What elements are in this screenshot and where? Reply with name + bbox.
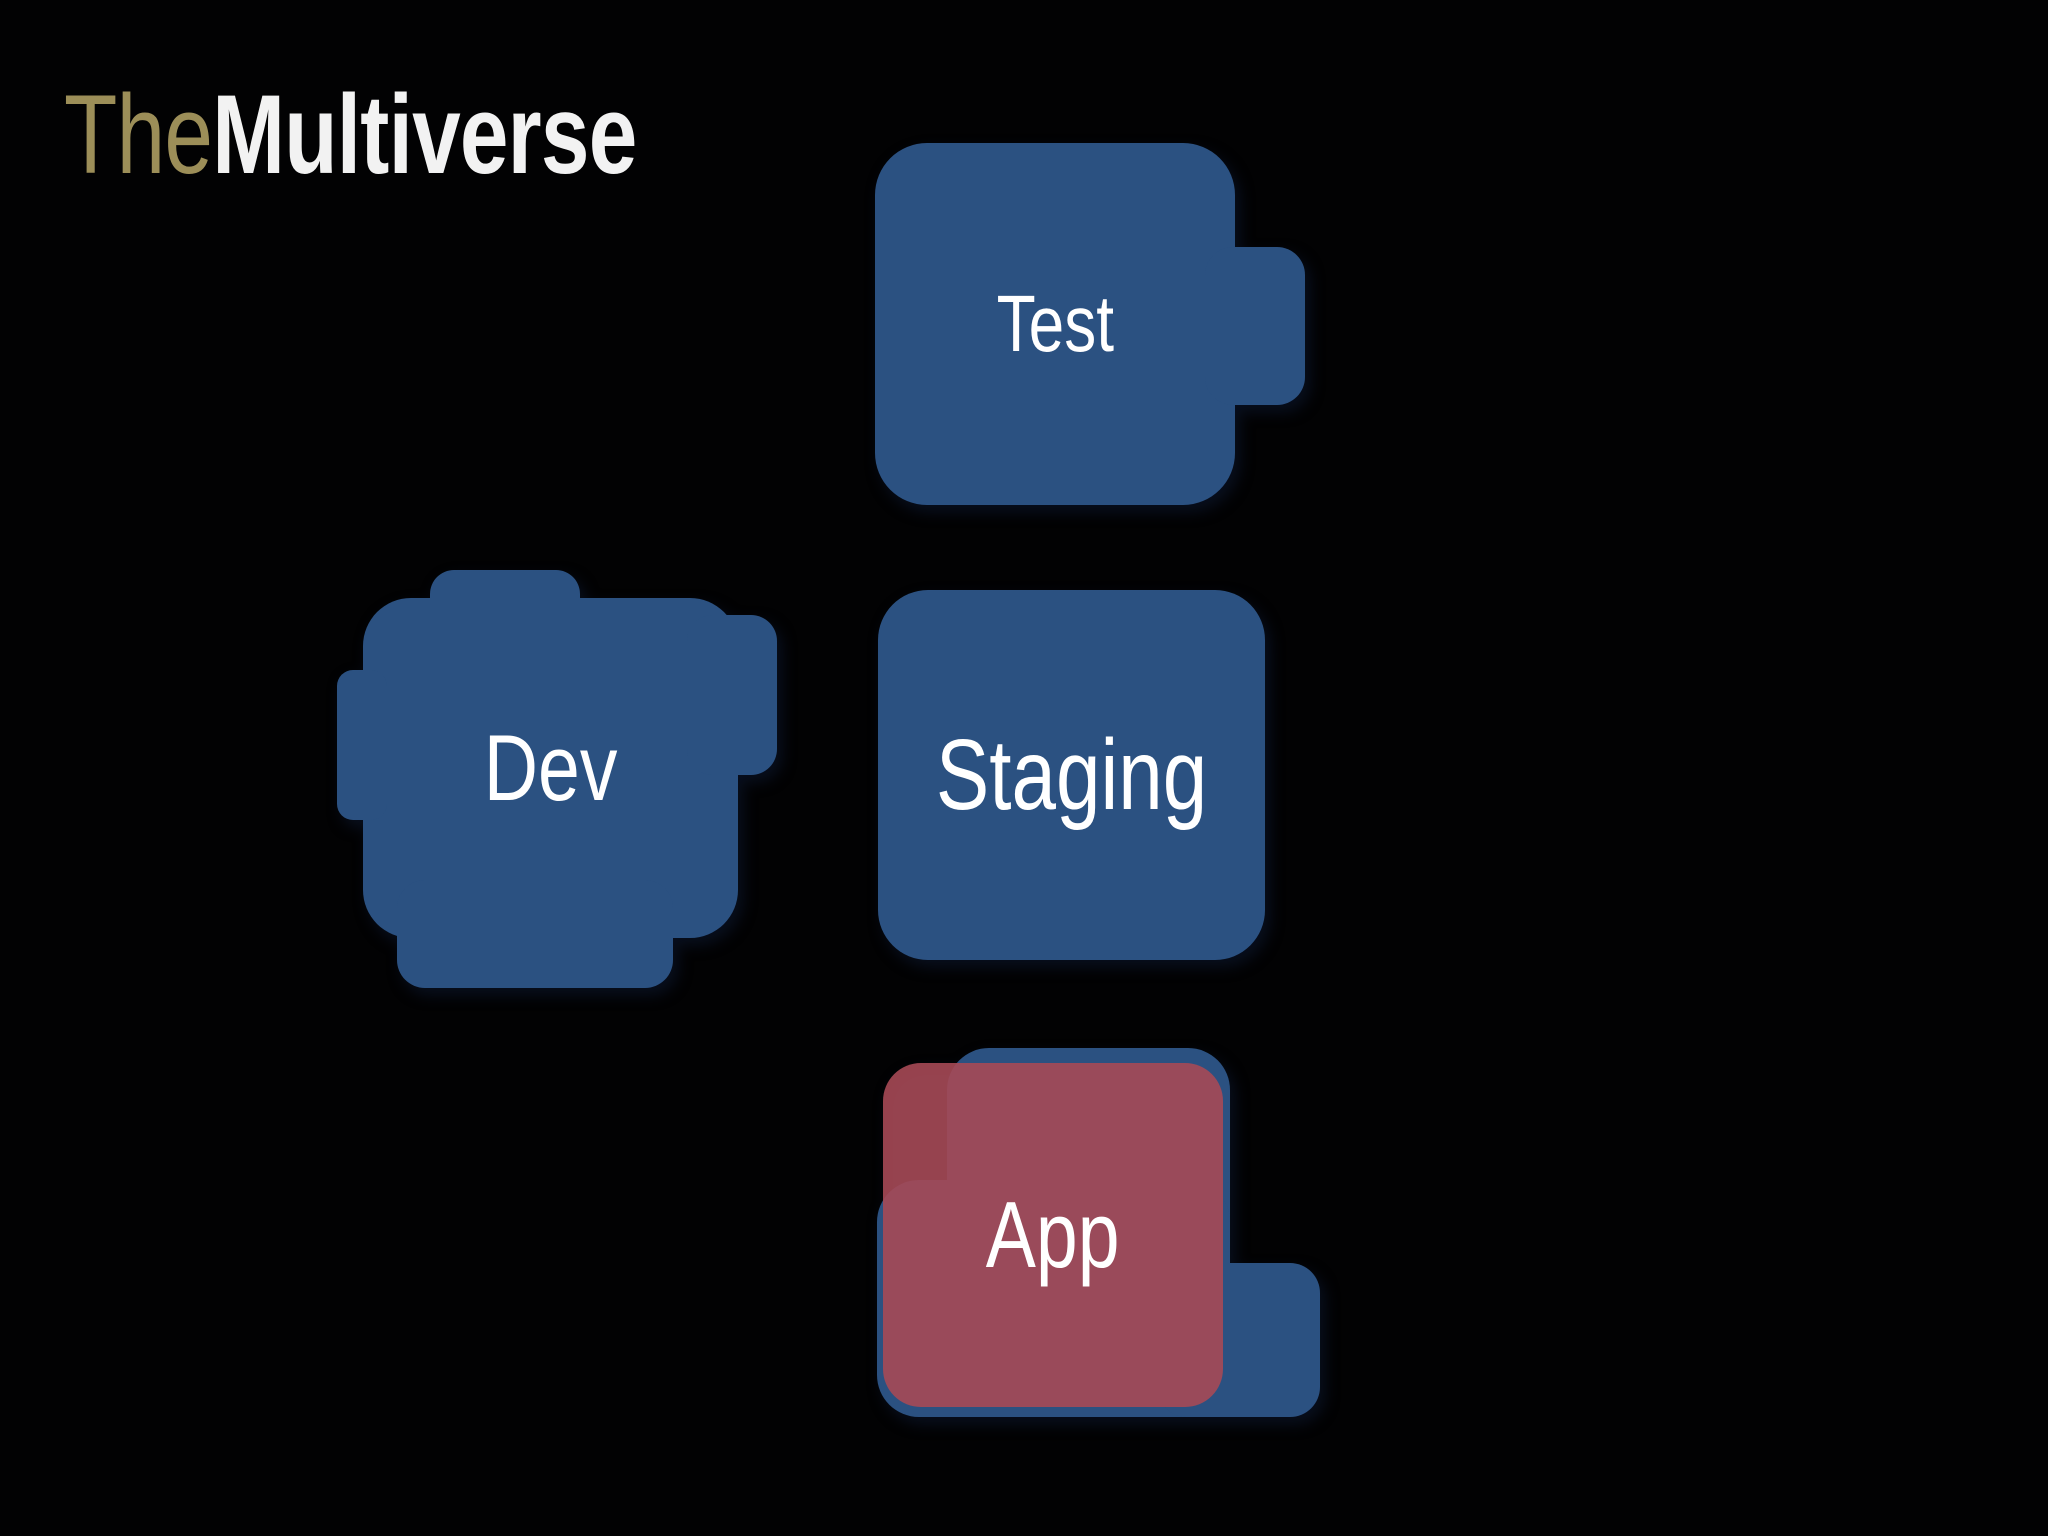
- slide-title: TheMultiverse: [64, 72, 637, 197]
- app-block-red-overlay: [883, 1063, 1223, 1407]
- staging-block: Staging: [878, 590, 1265, 960]
- app-block: App: [877, 1048, 1320, 1418]
- dev-block-bottom-tab: [397, 880, 673, 988]
- dev-block-right-tab: [687, 615, 777, 775]
- app-block-label: App: [986, 1182, 1120, 1287]
- slide-title-prefix: The: [64, 72, 213, 197]
- staging-block-body: [878, 590, 1265, 960]
- test-block-body: [875, 143, 1235, 505]
- dev-block-label: Dev: [483, 715, 618, 820]
- dev-block-left-tab: [337, 670, 387, 820]
- test-block: Test: [875, 143, 1320, 510]
- test-block-right-tab: [1205, 247, 1305, 405]
- slide-title-emphasis: Multiverse: [212, 72, 637, 197]
- test-block-label: Test: [996, 279, 1114, 368]
- dev-block: Dev: [337, 570, 777, 988]
- staging-block-label: Staging: [935, 718, 1208, 831]
